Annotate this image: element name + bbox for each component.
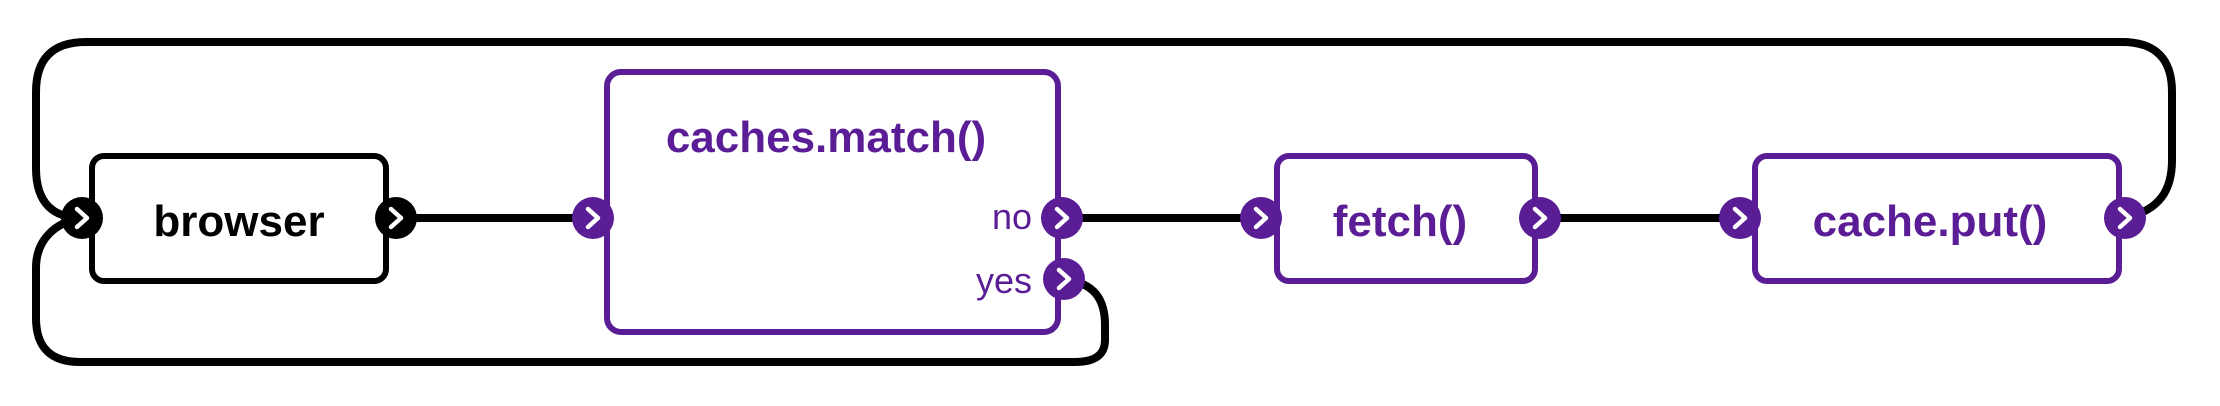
node-caches-match-label: caches.match() bbox=[666, 113, 986, 162]
connectors bbox=[32, 38, 2176, 366]
node-cache-put-label: cache.put() bbox=[1813, 197, 2048, 246]
node-caches-match: caches.match() no yes bbox=[604, 69, 1061, 335]
node-fetch-label: fetch() bbox=[1333, 197, 1467, 246]
port-fetch-in[interactable] bbox=[1240, 197, 1282, 239]
port-put-in[interactable] bbox=[1719, 197, 1761, 239]
node-browser-label: browser bbox=[153, 197, 324, 246]
port-no-label: no bbox=[992, 196, 1032, 237]
port-yes-label: yes bbox=[976, 260, 1032, 301]
node-fetch: fetch() bbox=[1274, 153, 1538, 284]
connector-put-to-browser bbox=[32, 38, 2176, 222]
port-browser-in[interactable] bbox=[61, 197, 103, 239]
port-put-out[interactable] bbox=[2104, 197, 2146, 239]
port-match-yes[interactable] bbox=[1043, 258, 1085, 300]
port-browser-out[interactable] bbox=[375, 197, 417, 239]
port-fetch-out[interactable] bbox=[1519, 197, 1561, 239]
connector-yes-to-browser bbox=[32, 214, 1109, 366]
port-match-in[interactable] bbox=[572, 197, 614, 239]
node-cache-put: cache.put() bbox=[1752, 153, 2122, 284]
node-browser: browser bbox=[89, 153, 389, 284]
port-match-no[interactable] bbox=[1041, 197, 1083, 239]
